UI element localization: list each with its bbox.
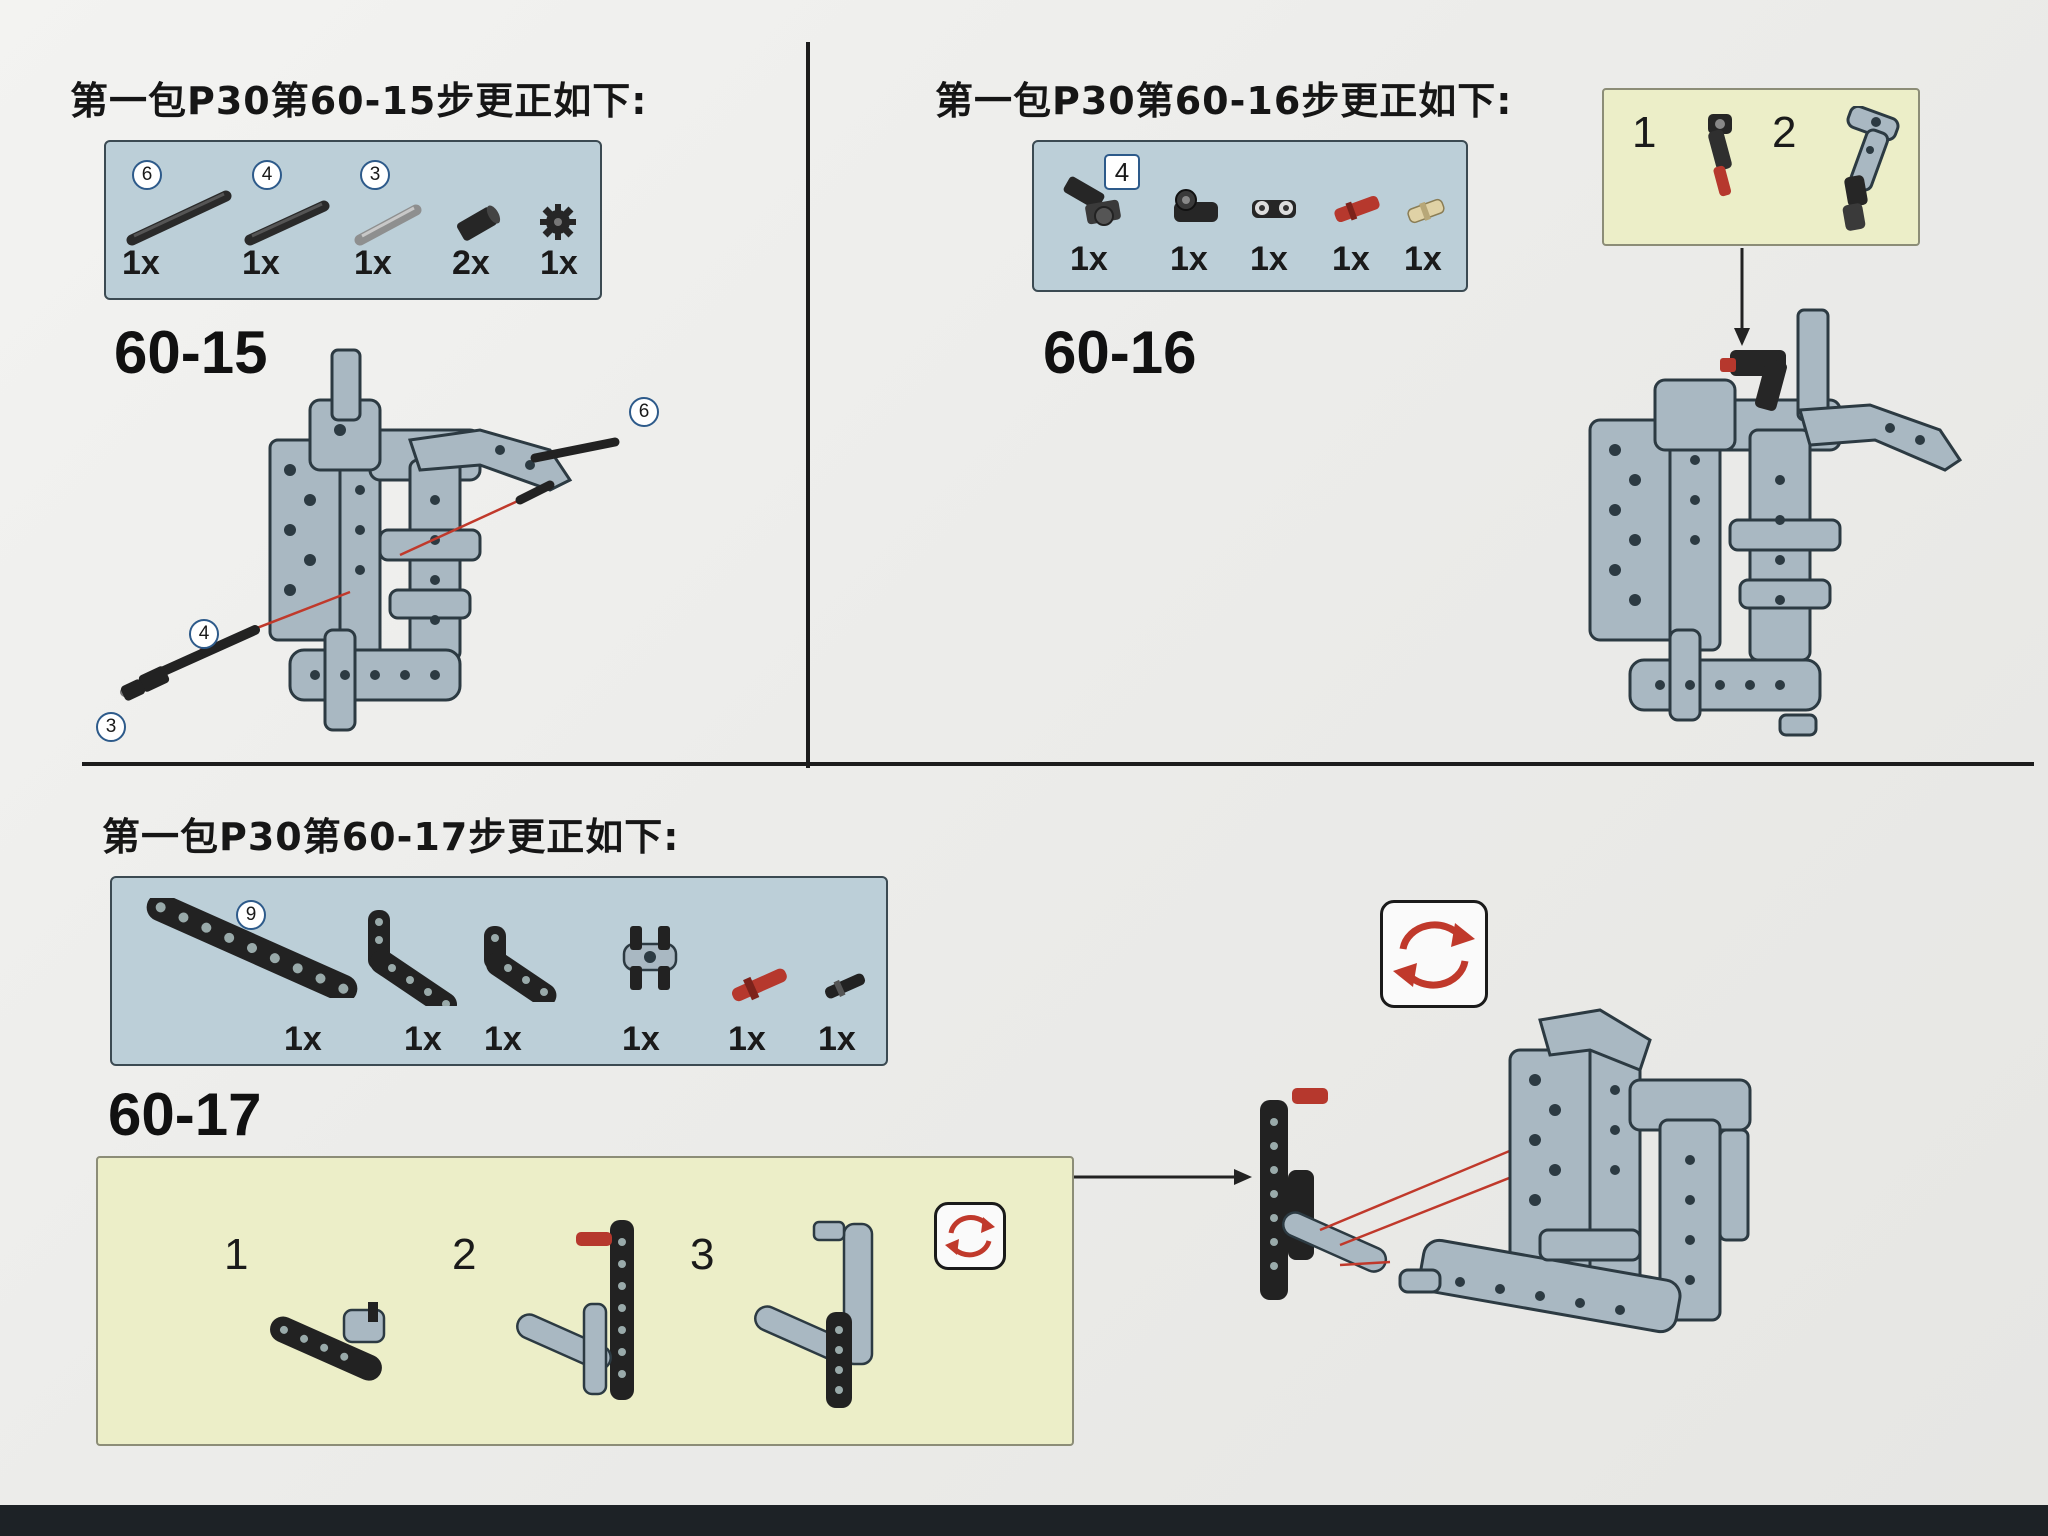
part-qty: 1x — [728, 1020, 766, 1058]
pin-joiner-icon — [1252, 200, 1296, 218]
red-axle-pin-icon — [1334, 195, 1380, 223]
section-heading-60-15: 第一包P30第60-15步更正如下: — [70, 79, 648, 123]
tan-pin-icon — [1407, 198, 1445, 224]
beam-9-icon — [146, 898, 358, 998]
parts-list-60-15: 6 4 3 — [104, 140, 602, 300]
part-qty: 1x — [484, 1020, 522, 1058]
l-beam-small-icon — [484, 926, 557, 1002]
l-beam-large-icon — [368, 910, 458, 1006]
part-callout: 3 — [360, 160, 390, 190]
substep-number: 3 — [690, 1230, 715, 1279]
section-heading-60-16: 第一包P30第60-16步更正如下: — [935, 79, 1513, 123]
axle-6-icon — [126, 190, 232, 246]
rotate-arrows-icon — [1380, 900, 1488, 1008]
section-divider-vertical — [806, 42, 810, 768]
angle-connector-icon — [1063, 176, 1121, 226]
part-callout: 4 — [252, 160, 282, 190]
black-pin-icon — [824, 973, 866, 999]
assembly-arrow — [1734, 248, 1750, 346]
rotate-arrows-icon — [934, 1202, 1006, 1270]
part-qty: 1x — [540, 244, 578, 282]
red-axle-pin-icon — [731, 968, 787, 1002]
part-qty: 1x — [354, 244, 392, 282]
subassembly-60-17: 1 2 3 — [96, 1156, 1074, 1446]
assembly-arrow — [1074, 1169, 1252, 1185]
substep-3-assembly-icon — [754, 1220, 874, 1408]
axle-pin-connector-icon — [1174, 189, 1218, 222]
part-callout: 4 — [1104, 154, 1140, 190]
part-qty: 1x — [242, 244, 280, 282]
substep-number: 1 — [1632, 108, 1657, 157]
part-qty: 1x — [122, 244, 160, 282]
substep-2-assembly-icon — [1842, 106, 1900, 231]
part-qty: 1x — [404, 1020, 442, 1058]
part-qty: 1x — [1250, 240, 1288, 278]
part-qty: 1x — [622, 1020, 660, 1058]
section-heading-60-17: 第一包P30第60-17步更正如下: — [102, 815, 680, 859]
subassembly-60-16: 1 2 — [1602, 88, 1920, 246]
step-number-60-16: 60-16 — [1043, 319, 1197, 386]
part-qty: 1x — [284, 1020, 322, 1058]
part-qty: 1x — [818, 1020, 856, 1058]
substep-number: 2 — [452, 1230, 477, 1279]
axle-3-grey-icon — [354, 204, 422, 246]
model-callout: 6 — [629, 397, 659, 427]
part-qty: 1x — [1404, 240, 1442, 278]
part-qty: 1x — [1332, 240, 1370, 278]
model-illustration-60-17 — [1260, 1008, 1752, 1334]
substep-number: 2 — [1772, 108, 1797, 157]
parts-list-60-16: 4 1x 1 — [1032, 140, 1468, 292]
step-number-60-15: 60-15 — [114, 319, 268, 386]
model-callout: 4 — [189, 619, 219, 649]
substep-number: 1 — [224, 1230, 249, 1279]
gear-8-icon — [540, 204, 576, 240]
model-illustration-60-16 — [1588, 308, 1963, 737]
step-number-60-17: 60-17 — [108, 1081, 262, 1148]
substep-2-assembly-icon — [516, 1220, 634, 1400]
section-divider-horizontal — [82, 762, 2034, 766]
substep-1-assembly-icon — [270, 1302, 386, 1381]
instruction-sheet: 第一包P30第60-15步更正如下: 6 4 3 — [0, 0, 2048, 1505]
part-qty: 1x — [1170, 240, 1208, 278]
axle-4-icon — [244, 200, 330, 246]
cross-block-icon — [622, 926, 678, 990]
model-callout: 3 — [96, 712, 126, 742]
bush-icon — [457, 205, 501, 241]
part-callout: 6 — [132, 160, 162, 190]
part-qty: 1x — [1070, 240, 1108, 278]
parts-list-60-17: 9 — [110, 876, 888, 1066]
part-callout: 9 — [236, 900, 266, 930]
model-illustration-60-15 — [120, 348, 620, 732]
substep-1-connector-icon — [1708, 114, 1732, 197]
part-qty: 2x — [452, 244, 490, 282]
